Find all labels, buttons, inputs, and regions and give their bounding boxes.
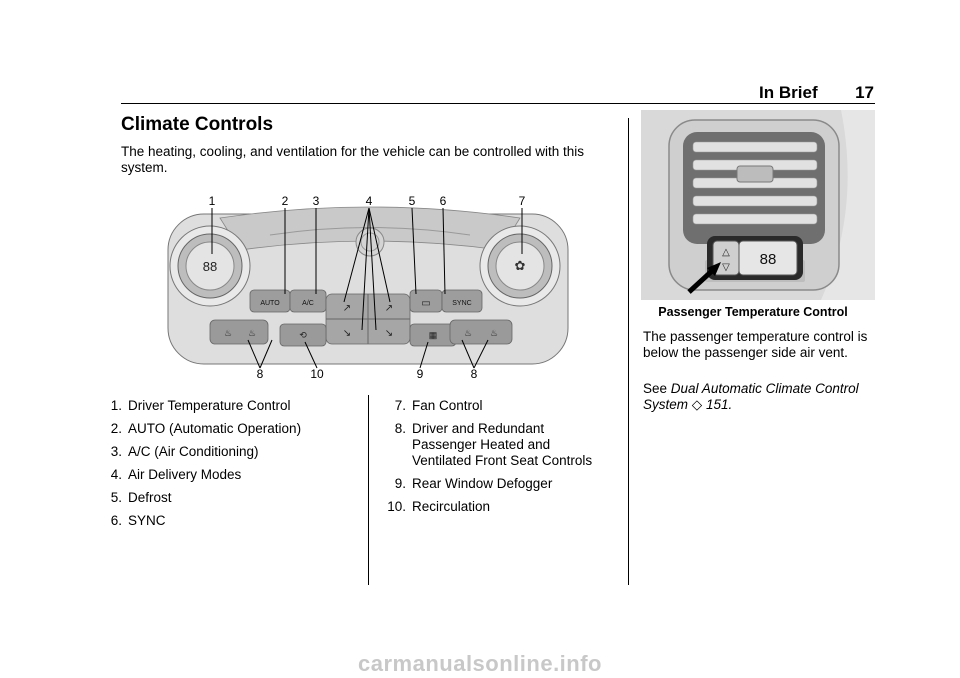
- callout-label: 1: [209, 194, 216, 208]
- callout-label: 3: [313, 194, 320, 208]
- cross-reference: See Dual Automatic Climate Control Syste…: [643, 381, 878, 413]
- intro-paragraph: The heating, cooling, and ventilation fo…: [121, 144, 585, 175]
- svg-text:♨: ♨: [464, 328, 472, 338]
- ac-button-label: A/C: [302, 300, 314, 307]
- column-divider: [628, 118, 629, 585]
- svg-text:♨: ♨: [224, 328, 232, 338]
- page-title: Climate Controls: [121, 114, 274, 135]
- driver-temp-display: 88: [203, 259, 217, 274]
- figure-caption: Passenger Temperature Control: [658, 305, 848, 319]
- callout-label: 7: [519, 194, 526, 208]
- svg-text:↗: ↗: [385, 303, 393, 314]
- list-item: 6.SYNC: [110, 513, 166, 528]
- see-prefix: See: [643, 381, 668, 396]
- svg-text:▦: ▦: [429, 330, 438, 340]
- header-rule: [121, 103, 875, 104]
- auto-button-label: AUTO: [260, 300, 280, 307]
- callout-label: 5: [409, 194, 416, 208]
- list-item: 3.A/C (Air Conditioning): [110, 444, 259, 459]
- passenger-temp-display: 88: [760, 251, 777, 268]
- callout-label: 8: [471, 367, 478, 381]
- svg-text:♨: ♨: [490, 328, 498, 338]
- svg-text:↘: ↘: [343, 328, 351, 339]
- passenger-description: The passenger temperature control is bel…: [643, 329, 868, 360]
- svg-text:♨: ♨: [248, 328, 256, 338]
- list-item: 4.Air Delivery Modes: [110, 467, 242, 482]
- legend-list-left: 1.Driver Temperature Control 2.AUTO (Aut…: [98, 398, 360, 536]
- callout-label: 10: [310, 367, 324, 381]
- reference-arrow-icon: ◇: [691, 397, 703, 412]
- list-item: 2.AUTO (Automatic Operation): [110, 421, 302, 436]
- legend-list-right: 7.Fan Control 8.Driver and Redundant Pas…: [382, 398, 612, 522]
- svg-text:△: △: [722, 247, 730, 258]
- svg-text:↗: ↗: [343, 303, 351, 314]
- list-item: 8.Driver and Redundant Passenger Heated …: [394, 421, 593, 468]
- svg-text:✿: ✿: [515, 258, 526, 273]
- callout-label: 8: [257, 367, 264, 381]
- callout-label: 4: [366, 194, 373, 208]
- passenger-control-illustration: △ ▽ 88: [641, 110, 875, 300]
- callout-label: 9: [417, 367, 424, 381]
- cross-reference-link[interactable]: Dual Automatic Climate Control System: [643, 381, 859, 412]
- list-item: 10.Recirculation: [387, 499, 491, 514]
- svg-text:↘: ↘: [385, 328, 393, 339]
- sync-button-label: SYNC: [452, 300, 471, 307]
- list-item: 9.Rear Window Defogger: [394, 476, 553, 491]
- list-item: 1.Driver Temperature Control: [110, 398, 291, 413]
- reference-page: 151.: [705, 397, 733, 412]
- list-item: 5.Defrost: [110, 490, 172, 505]
- list-item: 7.Fan Control: [394, 398, 483, 413]
- page-number: 17: [855, 83, 874, 102]
- svg-text:▭: ▭: [421, 298, 430, 309]
- section-name: In Brief: [759, 83, 818, 102]
- callout-label: 6: [440, 194, 447, 208]
- svg-text:⟲: ⟲: [299, 330, 307, 340]
- callout-label: 2: [282, 194, 289, 208]
- watermark: carmanualsonline.info: [358, 651, 602, 676]
- svg-text:▽: ▽: [722, 262, 730, 273]
- column-divider: [368, 395, 369, 585]
- running-header: In Brief 17: [759, 83, 874, 103]
- climate-panel-illustration: 1 2 3 4 5 6 7 8 10 9 8 88 ✿ AUTO A/C SYN…: [167, 194, 569, 381]
